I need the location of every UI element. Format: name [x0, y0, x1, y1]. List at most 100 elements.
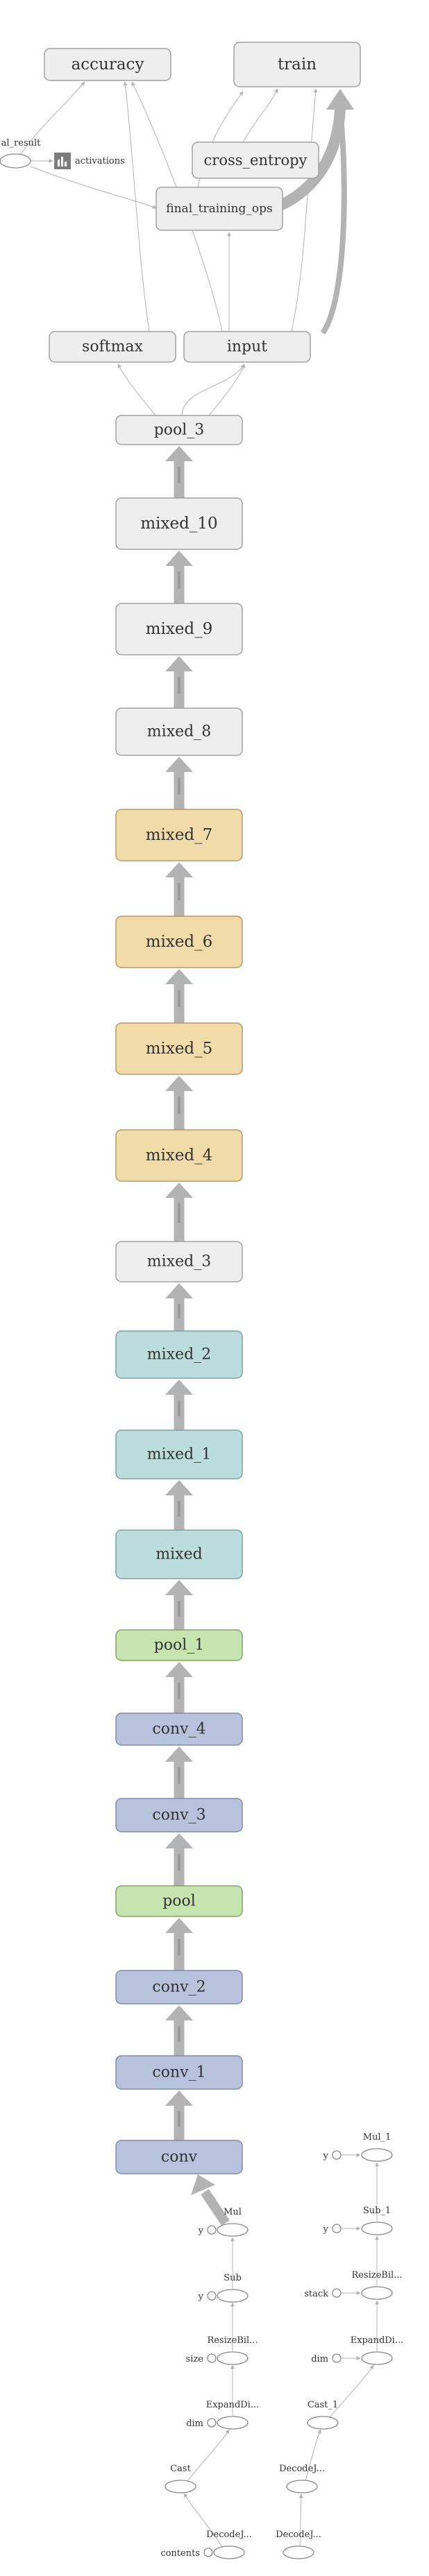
node-pool_1[interactable]: pool_1 [115, 1629, 243, 1661]
node-activations[interactable]: activations [54, 153, 125, 169]
const-ExpandDims-label: dim [186, 2419, 203, 2429]
node-mixed_1-label: mixed_1 [147, 1446, 211, 1463]
edge-cross-entropy-to-train [242, 88, 278, 143]
node-conv_3[interactable]: conv_3 [115, 1798, 243, 1832]
const-ExpandDims[interactable]: dim [186, 2418, 217, 2429]
op-ExpandDims[interactable]: ExpandDi... [206, 2400, 260, 2430]
op-Mul_1[interactable]: Mul_1 [361, 2132, 393, 2162]
node-pool_3[interactable]: pool_3 [115, 415, 243, 445]
edge-cast-to-expand [187, 2429, 230, 2482]
op-ExpandDims_1-label: ExpandDi... [351, 2335, 404, 2346]
node-mixed_10-label: mixed_10 [140, 515, 217, 533]
edge-decode-to-cast [183, 2493, 223, 2548]
op-Cast_1[interactable]: Cast_1 [307, 2400, 339, 2430]
edge-conv_3-to-conv_4 [165, 1746, 193, 1798]
edge-mixed_7-to-mixed_8 [165, 757, 193, 809]
edge-pool3-to-softmax [117, 363, 157, 417]
node-mixed_8[interactable]: mixed_8 [115, 707, 243, 756]
op-Cast[interactable]: Cast [165, 2464, 196, 2493]
node-train-label: train [278, 55, 317, 74]
node-accuracy[interactable]: accuracy [44, 48, 171, 81]
const-Mul[interactable]: y [198, 2225, 217, 2236]
const-ResizeBilinear[interactable]: size [186, 2353, 217, 2364]
node-mixed_7[interactable]: mixed_7 [115, 809, 243, 861]
const-Sub_1-label: y [323, 2224, 329, 2235]
op-ResizeBilinear_1[interactable]: ResizeBil... [351, 2270, 403, 2300]
activations-label: activations [75, 156, 125, 166]
const-ResizeBilinear_1[interactable]: stack [304, 2288, 342, 2299]
node-conv-label: conv [161, 2149, 198, 2166]
op-ResizeBilinear[interactable]: ResizeBil... [207, 2335, 258, 2365]
op-Mul-label: Mul [224, 2207, 242, 2217]
op-Mul[interactable]: Mul [217, 2207, 249, 2237]
edge-final-result-to-accuracy [20, 81, 85, 155]
node-final-training-ops[interactable]: final_training_ops [155, 187, 283, 231]
op-DecodeJpeg_2[interactable]: DecodeJ... [276, 2530, 321, 2559]
edge-mixed_5-to-mixed_6 [165, 969, 193, 1023]
op-Sub[interactable]: Sub [217, 2273, 249, 2303]
edge-conv_2-to-pool [165, 1918, 193, 1970]
const-DecodeJpeg-label: contents [160, 2548, 200, 2559]
const-Sub_1[interactable]: y [323, 2224, 342, 2235]
node-conv_1[interactable]: conv_1 [115, 2055, 243, 2090]
node-mixed_6[interactable]: mixed_6 [115, 916, 243, 968]
op-Sub_1-label: Sub_1 [363, 2206, 391, 2216]
op-DecodeJpeg_1[interactable]: DecodeJ... [279, 2464, 325, 2493]
const-ResizeBilinear_1-label: stack [304, 2289, 328, 2299]
const-ExpandDims_1[interactable]: dim [311, 2353, 342, 2364]
const-Mul-label: y [198, 2226, 204, 2236]
const-Sub[interactable]: y [198, 2291, 217, 2302]
node-conv_2[interactable]: conv_2 [115, 1970, 243, 2004]
node-cross-entropy[interactable]: cross_entropy [192, 141, 319, 179]
node-final-result[interactable]: al_result [0, 138, 42, 169]
node-pool_3-label: pool_3 [154, 422, 205, 439]
final-result-label: al_result [1, 138, 42, 148]
edge-conv_1-to-conv_2 [165, 2005, 193, 2056]
op-ResizeBilinear-label: ResizeBil... [207, 2335, 258, 2346]
node-mixed_2[interactable]: mixed_2 [115, 1330, 243, 1379]
node-conv_1-label: conv_1 [152, 2064, 205, 2081]
edge-softmax-chain-to-accuracy [123, 81, 150, 332]
node-input-label: input [227, 338, 267, 356]
edge-conv_4-to-pool_1 [165, 1662, 193, 1713]
const-Sub-label: y [198, 2292, 204, 2302]
op-DecodeJpeg[interactable]: DecodeJ... [206, 2530, 252, 2559]
node-conv[interactable]: conv [115, 2140, 243, 2174]
node-mixed_4[interactable]: mixed_4 [115, 1129, 243, 1182]
const-DecodeJpeg[interactable]: contents [160, 2548, 213, 2559]
node-mixed_2-label: mixed_2 [147, 1346, 211, 1364]
node-train[interactable]: train [233, 42, 361, 87]
edge-mixed_10-to-pool_3 [165, 446, 193, 498]
node-mixed_9[interactable]: mixed_9 [115, 603, 243, 655]
const-Mul_1[interactable]: y [323, 2150, 342, 2161]
edge-mixed_8-to-mixed_9 [165, 656, 193, 708]
edge-mixed_6-to-mixed_7 [165, 862, 193, 916]
node-input[interactable]: input [183, 331, 311, 363]
node-mixed_5[interactable]: mixed_5 [115, 1022, 243, 1075]
node-pool[interactable]: pool [115, 1885, 243, 1917]
node-mixed[interactable]: mixed [115, 1529, 243, 1579]
node-mixed_1[interactable]: mixed_1 [115, 1429, 243, 1479]
node-softmax[interactable]: softmax [49, 331, 176, 363]
edge-mixed_9-to-mixed_10 [165, 551, 193, 603]
op-DecodeJpeg_1-label: DecodeJ... [279, 2464, 325, 2474]
node-mixed_10[interactable]: mixed_10 [115, 497, 243, 550]
op-Sub_1[interactable]: Sub_1 [361, 2206, 393, 2235]
op-DecodeJpeg-label: DecodeJ... [206, 2530, 252, 2540]
histogram-icon [58, 160, 60, 166]
node-mixed_6-label: mixed_6 [146, 933, 213, 951]
edge-pool3-to-input [208, 363, 246, 417]
op-ExpandDims_1[interactable]: ExpandDi... [351, 2335, 404, 2365]
edge-pool3-to-input-2 [181, 363, 245, 417]
node-mixed_5-label: mixed_5 [146, 1040, 213, 1058]
op-Cast_1-label: Cast_1 [308, 2400, 338, 2410]
edge-cast1-to-expand1 [329, 2364, 374, 2418]
const-Mul_1-label: y [323, 2151, 329, 2161]
node-cross-entropy-label: cross_entropy [204, 152, 308, 169]
node-mixed_9-label: mixed_9 [146, 620, 213, 638]
edge-pool_1-to-mixed [165, 1580, 193, 1630]
op-Mul_1-label: Mul_1 [363, 2132, 392, 2143]
node-mixed_3[interactable]: mixed_3 [115, 1241, 243, 1282]
node-conv_4[interactable]: conv_4 [115, 1712, 243, 1746]
